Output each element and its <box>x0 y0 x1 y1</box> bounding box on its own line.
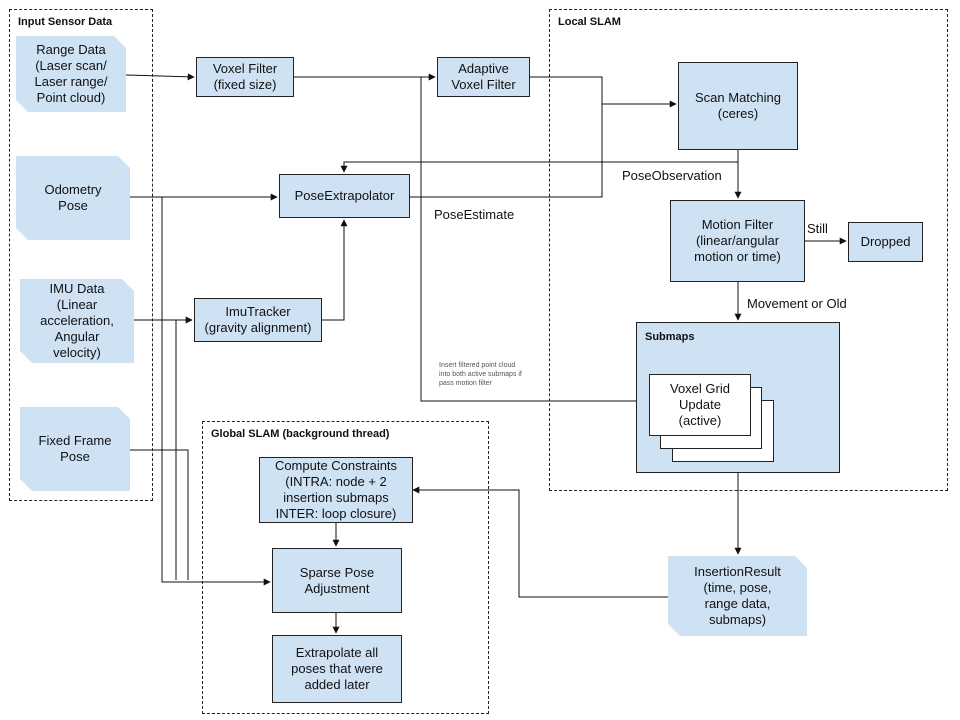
adaptive-voxel-filter-node: Adaptive Voxel Filter <box>437 57 530 97</box>
edge-tracker-to-extrapolator <box>322 219 348 321</box>
edge-to-voxel-grid <box>420 77 648 405</box>
dropped-node: Dropped <box>848 222 923 262</box>
insertion-result-node: InsertionResult (time, pose, range data,… <box>668 556 807 636</box>
edge-extrapolator-to-scan <box>410 104 603 198</box>
pose-observation-label: PoseObservation <box>622 168 722 183</box>
edge-range-to-voxel <box>125 73 195 81</box>
movement-or-old-label: Movement or Old <box>747 296 847 311</box>
global-slam-title: Global SLAM (background thread) <box>211 428 390 440</box>
edge-adaptive-to-scan <box>530 76 677 108</box>
fixed-frame-pose-node: Fixed Frame Pose <box>20 407 130 491</box>
pose-estimate-label: PoseEstimate <box>434 207 515 222</box>
input-sensor-title: Input Sensor Data <box>18 16 113 28</box>
still-label: Still <box>807 221 828 236</box>
local-slam-title: Local SLAM <box>558 16 621 28</box>
edge-insertion-to-constraints <box>412 486 668 598</box>
global-slam-group: Global SLAM (background thread) <box>202 421 489 714</box>
edge-scan-to-extrapolator <box>340 150 739 173</box>
odometry-pose-node: Odometry Pose <box>16 156 130 240</box>
voxel-filter-node: Voxel Filter (fixed size) <box>196 57 294 97</box>
edge-fixed-to-sparse <box>130 449 189 580</box>
voxel-grid-update-node: Voxel Grid Update (active) <box>649 374 751 436</box>
compute-constraints-node: Compute Constraints (INTRA: node + 2 ins… <box>259 457 413 523</box>
motion-filter-node: Motion Filter (linear/angular motion or … <box>670 200 805 282</box>
imu-data-node: IMU Data (Linear acceleration, Angular v… <box>20 279 134 363</box>
pose-extrapolator-node: PoseExtrapolator <box>279 174 410 218</box>
insert-filtered-note: Insert filtered point cloud into both ac… <box>439 362 522 387</box>
edge-odometry-to-sparse <box>161 197 271 586</box>
local-slam-group: Local SLAM <box>549 9 948 491</box>
sparse-pose-adjustment-node: Sparse Pose Adjustment <box>272 548 402 613</box>
range-data-node: Range Data (Laser scan/ Laser range/ Poi… <box>16 36 126 112</box>
scan-matching-node: Scan Matching (ceres) <box>678 62 798 150</box>
imu-tracker-node: ImuTracker (gravity alignment) <box>194 298 322 342</box>
input-sensor-group: Input Sensor Data <box>9 9 153 501</box>
extrapolate-poses-node: Extrapolate all poses that were added la… <box>272 635 402 703</box>
